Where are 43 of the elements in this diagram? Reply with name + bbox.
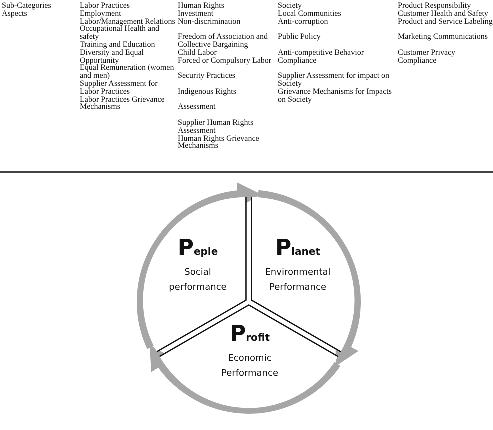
table-text: Diversity and Equal Opportunity	[80, 48, 144, 64]
table-text: Indigenous Rights	[178, 88, 238, 96]
curved-arrow	[137, 182, 262, 350]
pillar-title: Peple	[178, 236, 218, 261]
table-text: Supplier Assessment for impact on Society	[278, 72, 391, 88]
table-text: Aspects	[2, 10, 28, 18]
table-text: Customer Privacy Compliance	[398, 48, 457, 64]
table-text: Supplier Assessment for Labor Practices	[80, 80, 159, 96]
table-text: Society	[278, 2, 303, 10]
table-text: Labor Practices	[80, 2, 131, 10]
curved-arrow	[258, 190, 361, 367]
table-text: Supplier Human Rights Assessment	[178, 118, 255, 135]
table-text: Human Rights Grievance Mechanisms	[178, 134, 260, 150]
pillar-description: Economic Performance	[220, 353, 280, 381]
table-text: Product Responsibility	[398, 2, 472, 10]
table-text: Child Labor	[178, 48, 217, 57]
table-text: Assessment	[178, 103, 217, 112]
table-text: Security Practices	[178, 72, 237, 80]
table-text: Local Communities	[278, 10, 342, 18]
table-text: Grievance Mechanisms for Impacts on Society	[278, 88, 393, 104]
table-text: Labor/Management Relations	[80, 18, 176, 26]
table-text: Employment	[80, 10, 122, 18]
curved-arrow	[149, 346, 340, 414]
table-text: Labor Practices Grievance Mechanisms	[80, 96, 166, 112]
table-text: Anti-corruption	[278, 18, 330, 26]
pillar-title: Planet	[276, 236, 320, 261]
table-text: Anti-competitive Behavior Compliance	[278, 48, 365, 64]
table-text: Customer Health and Safety	[398, 10, 490, 18]
table-text: Training and Education	[80, 40, 156, 49]
table-text: Public Policy	[278, 33, 322, 41]
table-text: Equal Remuneration (women and men)	[80, 64, 176, 80]
table-text: Non-discrimination	[178, 18, 242, 26]
table-text: Human Rights	[178, 2, 226, 10]
table-text: Marketing Communications	[398, 33, 489, 41]
table-text: Forced or Compulsory Labor	[178, 56, 273, 64]
pillar-description: Social performance	[168, 267, 228, 295]
pillar-title: Profit	[230, 322, 270, 347]
table-text: Sub-Categories	[2, 2, 52, 10]
table-text: Investment	[178, 10, 214, 18]
pillar-description: Environmental Performance	[264, 267, 332, 295]
table-text: Freedom of Association and Collective Bargaining	[178, 33, 269, 49]
table-text: Product and Service Labeling	[398, 18, 493, 26]
table-text: Occupational Health and safety	[80, 25, 160, 41]
